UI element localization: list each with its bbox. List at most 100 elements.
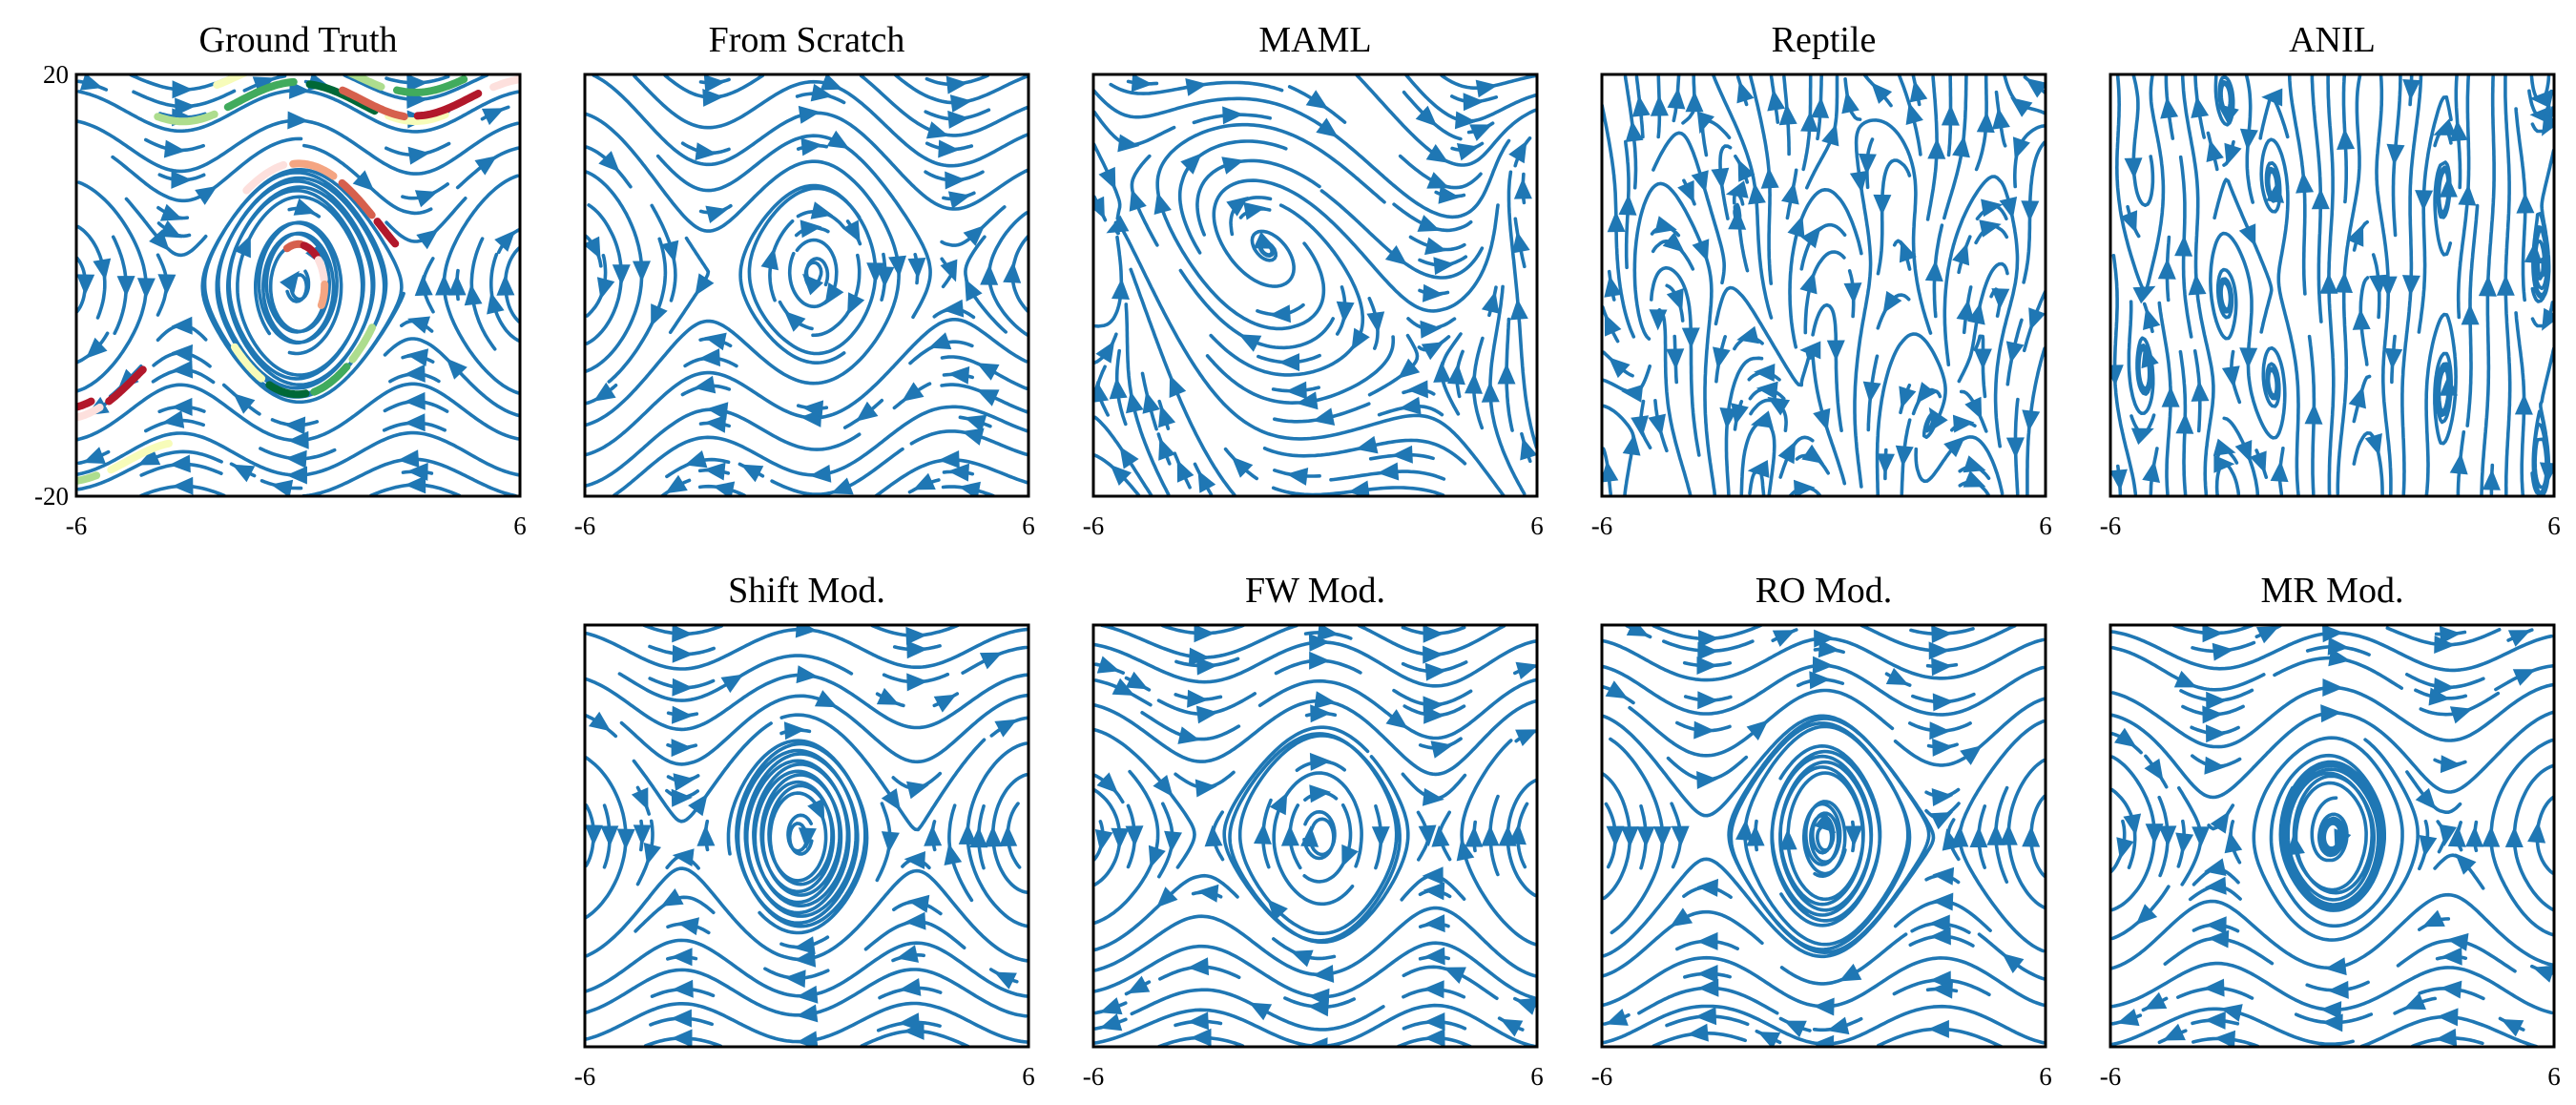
stream-arrow [1696,657,1718,675]
stream-arrow [1269,304,1291,323]
trajectory-segment [231,343,266,383]
stream-arrow [1736,325,1759,344]
stream-arrow [899,978,922,996]
stream-arrow [496,274,515,296]
stream-arrow [928,332,952,350]
streamlines [585,74,1028,496]
panel-title: FW Mod. [1245,571,1385,611]
stream-arrow [1443,967,1466,984]
stream-arrow [1757,1032,1781,1047]
stream-arrow [1481,381,1500,403]
stream-arrow [1096,772,1118,794]
stream-arrow [1862,381,1881,404]
stream-arrow [169,454,191,473]
stream-arrow [1794,479,1816,496]
stream-arrow [1456,839,1475,862]
stream-arrow [1424,237,1447,256]
stream-arrow [947,463,969,482]
stream-arrow [1767,89,1786,112]
streamlines [1602,625,2046,1047]
trajectory-segment [213,74,251,89]
stream-arrow [1309,784,1331,803]
stream-arrow [1142,391,1160,414]
stream-arrow [672,848,695,867]
stream-arrow [1963,470,1986,488]
streamlines [1093,625,1537,1047]
stream-arrow [2539,462,2554,484]
stream-arrow [1767,396,1791,416]
stream-arrow [2143,307,2161,330]
stream-arrow [810,83,834,102]
trajectory-segment [76,403,104,422]
stream-arrow [1127,975,1151,994]
stream-arrow [1927,137,1946,159]
stream-arrow [2532,965,2554,983]
stream-arrow [2204,1011,2226,1030]
stream-arrow [446,358,467,380]
stream-arrow [651,303,668,327]
stream-arrow [965,279,983,302]
stream-arrow [1447,363,1465,386]
streamline [1093,941,1536,1000]
stream-arrow [2205,916,2227,935]
stream-arrow [945,171,966,190]
stream-arrow [1895,445,1914,468]
stream-arrow [814,690,838,708]
stream-arrow [1197,469,1216,493]
stream-arrow [1781,182,1799,205]
streamlines [1602,74,2046,496]
stream-arrow [1981,198,2004,218]
stream-arrow [2449,119,2468,142]
stream-arrow [1406,380,1428,399]
stream-arrow [1979,219,2002,238]
streamline [1602,714,1936,959]
stream-arrow [1687,1023,1709,1042]
stream-arrow [1195,705,1218,724]
stream-arrow [2191,95,2210,118]
stream-arrow [720,674,744,694]
stream-arrow [2296,172,2315,194]
stream-arrow [958,481,981,496]
stream-arrow [1843,282,1862,304]
stream-arrow [1310,704,1332,723]
stream-arrow [940,259,958,282]
stream-arrow [1500,1018,1524,1037]
stream-arrow [1667,87,1686,110]
stream-arrow [881,788,901,811]
stream-arrow [1931,657,1953,677]
stream-arrow [1754,364,1776,382]
stream-arrow [1605,680,1629,699]
streamline [2433,160,2453,257]
stream-arrow [1309,651,1331,670]
stream-arrow [137,448,161,466]
stream-arrow [947,110,969,129]
axes-frame [1091,623,1539,1049]
stream-arrow [2124,157,2143,179]
stream-arrow [270,479,294,496]
streamline [1093,727,1196,869]
stream-arrow [958,823,977,844]
stream-arrow [2496,274,2515,296]
stream-arrow [1226,196,1249,217]
stream-arrow [1666,348,1685,370]
stream-arrow [2192,826,2211,848]
stream-arrow [2022,409,2041,432]
x-tick-label: -6 [2100,511,2122,540]
stream-arrow [1604,275,1623,298]
stream-arrow [1931,980,1953,999]
stream-arrow [447,274,467,296]
stream-arrow [1423,283,1444,302]
stream-arrow [1697,978,1719,997]
stream-arrow [1697,641,1719,660]
stream-arrow [1696,771,1718,789]
stream-arrow [1126,390,1144,414]
stream-arrow [2116,837,2134,860]
stream-arrow [157,274,177,296]
stream-arrow [116,276,135,298]
stream-arrow [2157,258,2176,280]
stream-arrow [1243,201,1266,220]
stream-arrow [1465,825,1484,847]
stream-arrow [703,462,726,481]
stream-arrow [1621,384,1644,403]
